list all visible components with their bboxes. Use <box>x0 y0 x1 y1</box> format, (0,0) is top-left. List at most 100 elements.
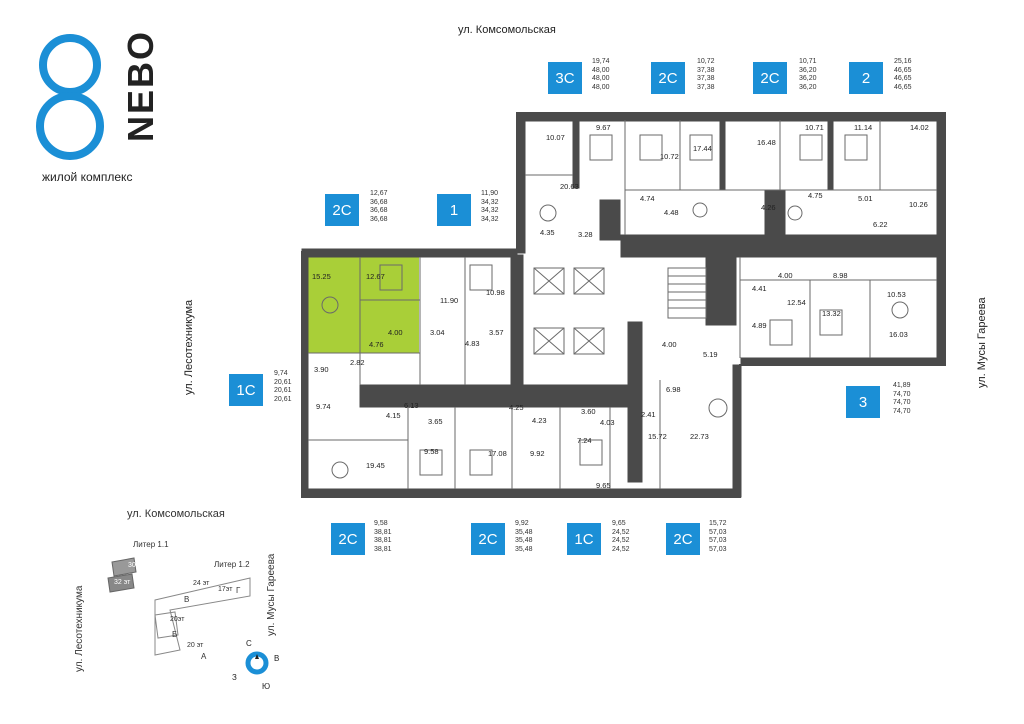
room-area: 5.01 <box>858 194 873 203</box>
mini-building-label: Литер 1.2 <box>214 560 250 569</box>
room-area: 3.60 <box>581 407 596 416</box>
room-area: 17.08 <box>488 449 507 458</box>
highlighted-apartment[interactable] <box>306 257 419 353</box>
mini-floors: 17эт <box>218 586 233 593</box>
room-area: 9.58 <box>424 447 439 456</box>
room-area: 3.28 <box>578 230 593 239</box>
room-area: 3.65 <box>428 417 443 426</box>
unit-type: 1 <box>437 194 471 226</box>
mini-floors: 20эт <box>170 616 185 623</box>
street-top: ул. Комсомольская <box>458 24 556 36</box>
compass-south: Ю <box>262 682 271 691</box>
room-area: 3.04 <box>430 328 445 337</box>
room-area: 17.44 <box>693 144 712 153</box>
room-area: 3.57 <box>489 328 504 337</box>
unit-type: 2 <box>849 62 883 94</box>
room-area: 11.14 <box>854 123 873 132</box>
unit-type: 2С <box>651 62 685 94</box>
room-area: 4.35 <box>540 228 555 237</box>
unit-type: 2С <box>753 62 787 94</box>
room-area: 15.25 <box>312 272 331 281</box>
room-area: 12.54 <box>787 298 806 307</box>
room-area: 7.24 <box>577 436 592 445</box>
compass-north: С <box>246 639 252 648</box>
room-area: 6.22 <box>873 220 888 229</box>
room-area: 10.71 <box>805 123 824 132</box>
room-area: 4.25 <box>509 403 524 412</box>
mini-floors: 32 эт <box>114 579 131 586</box>
room-area: 6.98 <box>666 385 681 394</box>
unit-type: 3 <box>846 386 880 418</box>
room-area: 16.48 <box>757 138 776 147</box>
mini-letter: А <box>201 652 207 661</box>
room-area: 4.74 <box>640 194 655 203</box>
room-area: 19.45 <box>366 461 385 470</box>
room-area: 4.83 <box>465 339 480 348</box>
room-area: 4.41 <box>752 284 767 293</box>
room-area: 9.65 <box>596 481 611 490</box>
unit-type: 1С <box>229 374 263 406</box>
mini-street-left: ул. Лесотехникума <box>74 585 85 672</box>
room-area: 14.02 <box>910 123 929 132</box>
room-area: 4.00 <box>388 328 403 337</box>
unit-type: 2С <box>471 523 505 555</box>
compass-west: З <box>232 673 237 682</box>
mini-street-top: ул. Комсомольская <box>127 508 225 520</box>
unit-type: 1С <box>567 523 601 555</box>
unit-type: 2С <box>666 523 700 555</box>
room-area: 15.72 <box>648 432 667 441</box>
room-area: 9.92 <box>530 449 545 458</box>
room-area: 10.07 <box>546 133 565 142</box>
mini-floors: 20 эт <box>187 642 204 649</box>
room-area: 4.15 <box>386 411 401 420</box>
room-area: 16.03 <box>889 330 908 339</box>
room-area: 4.00 <box>662 340 677 349</box>
room-area: 10.72 <box>660 152 679 161</box>
room-area: 12.67 <box>366 272 385 281</box>
room-area: 4.75 <box>808 191 823 200</box>
room-area: 20.63 <box>560 182 579 191</box>
room-area: 4.03 <box>600 418 615 427</box>
room-area: 3.90 <box>314 365 329 374</box>
compass-icon <box>245 651 269 675</box>
room-area: 2.82 <box>350 358 365 367</box>
mini-letter: В <box>184 595 190 604</box>
room-area: 4.48 <box>664 208 679 217</box>
room-area: 9.67 <box>596 123 611 132</box>
room-area: 4.00 <box>778 271 793 280</box>
room-area: 6.13 <box>404 401 419 410</box>
mini-street-right: ул. Мусы Гареева <box>266 553 277 636</box>
site-plan-icon <box>107 557 251 656</box>
mini-letter: Б <box>172 630 178 639</box>
room-area: 4.26 <box>761 203 776 212</box>
unit-type: 3С <box>548 62 582 94</box>
room-area: 11.90 <box>440 296 459 305</box>
room-area: 10.53 <box>887 290 906 299</box>
logo-eight-icon <box>36 34 104 160</box>
room-area: 4.23 <box>532 416 547 425</box>
room-area: 8.98 <box>833 271 848 280</box>
mini-floors: 30 эт <box>128 562 145 569</box>
room-area: 4.89 <box>752 321 767 330</box>
mini-building-label: Литер 1.1 <box>133 540 169 549</box>
mini-letter: Г <box>236 586 241 595</box>
unit-type: 2С <box>331 523 365 555</box>
room-area: 13.32 <box>822 309 841 318</box>
room-area: 4.76 <box>369 340 384 349</box>
room-area: 9.74 <box>316 402 331 411</box>
room-area: 22.73 <box>690 432 709 441</box>
unit-type: 2С <box>325 194 359 226</box>
room-area: 2.41 <box>641 410 656 419</box>
